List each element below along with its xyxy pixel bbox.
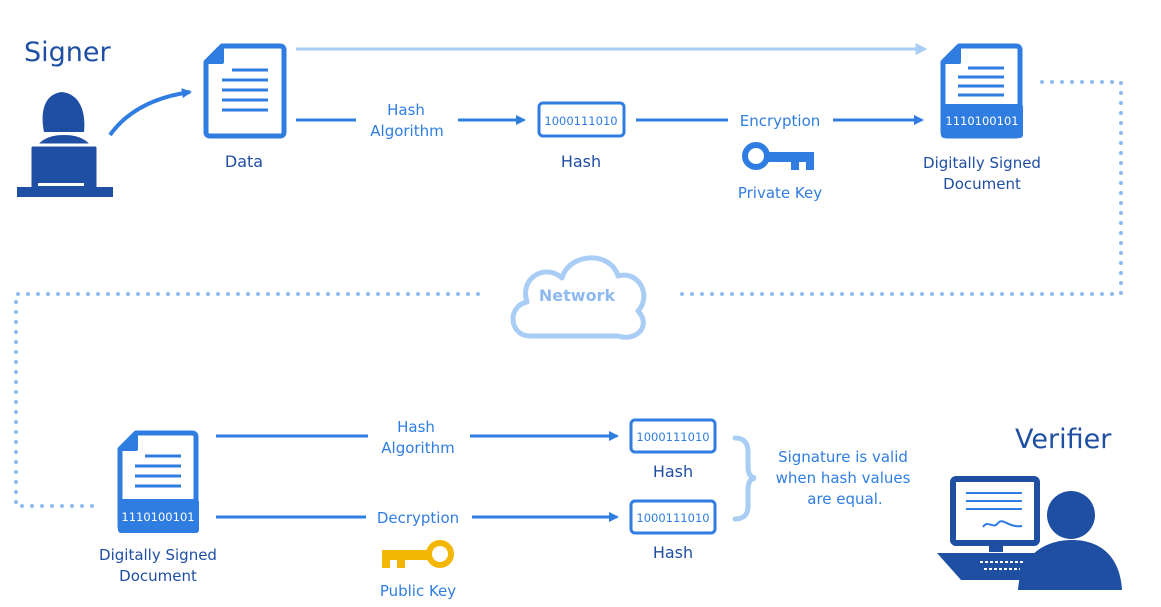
verify-hash-label-1: Hash bbox=[653, 462, 693, 481]
network-path bbox=[14, 80, 1123, 508]
person-at-computer-icon bbox=[937, 476, 1122, 590]
brace-icon bbox=[732, 435, 757, 522]
private-key-icon bbox=[742, 142, 814, 170]
validity-note-1: Signature is valid bbox=[778, 448, 908, 466]
hash-label: Hash bbox=[561, 152, 601, 171]
signed-doc-label-bottom-2: Document bbox=[119, 567, 197, 585]
verify-hash-algorithm-label-1: Hash bbox=[397, 418, 435, 436]
person-at-laptop-icon bbox=[17, 92, 113, 197]
public-key-icon bbox=[382, 540, 454, 568]
signed-doc-label-top-1: Digitally Signed bbox=[923, 154, 1041, 172]
validity-note-3: are equal. bbox=[807, 490, 882, 508]
decryption-label: Decryption bbox=[377, 509, 459, 527]
cloud-icon bbox=[510, 255, 647, 340]
signed-doc-label-bottom-1: Digitally Signed bbox=[99, 546, 217, 564]
validity-note-2: when hash values bbox=[776, 469, 911, 487]
signed-doc-value-bottom: 1110100101 bbox=[121, 510, 194, 524]
data-label: Data bbox=[225, 152, 263, 171]
hash-algorithm-label-1: Hash bbox=[387, 101, 425, 119]
verify-hash-label-2: Hash bbox=[653, 543, 693, 562]
signed-doc-value-top: 1110100101 bbox=[945, 114, 1018, 128]
network-label: Network bbox=[539, 286, 616, 305]
signed-doc-label-top-2: Document bbox=[943, 175, 1021, 193]
verifier-title: Verifier bbox=[1015, 424, 1112, 455]
verify-hash-box-2 bbox=[629, 499, 717, 535]
signed-document-icon bbox=[117, 430, 199, 533]
signer-title: Signer bbox=[24, 37, 112, 68]
hash-value: 1000111010 bbox=[544, 114, 617, 128]
signer-to-data-arrow bbox=[108, 88, 192, 137]
verify-hash-value-1: 1000111010 bbox=[636, 430, 709, 444]
encryption-label: Encryption bbox=[740, 112, 821, 130]
verify-hash-algorithm-label-2: Algorithm bbox=[381, 439, 454, 457]
signed-document-icon bbox=[940, 43, 1023, 139]
private-key-label: Private Key bbox=[738, 184, 822, 202]
hash-algorithm-label-2: Algorithm bbox=[370, 122, 443, 140]
verify-hash-box-1 bbox=[629, 418, 717, 454]
public-key-label: Public Key bbox=[380, 582, 456, 600]
verify-hash-value-2: 1000111010 bbox=[636, 511, 709, 525]
hash-box bbox=[537, 101, 626, 138]
document-icon bbox=[203, 43, 287, 139]
